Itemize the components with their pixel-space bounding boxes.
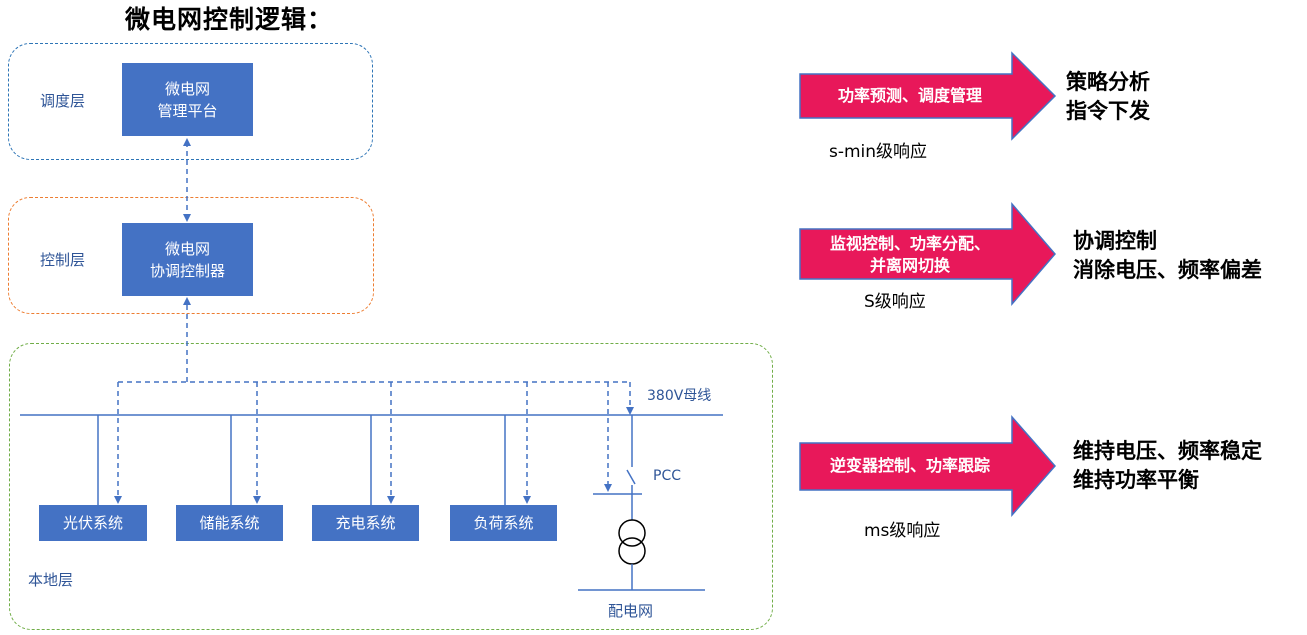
- response-2: S级响应: [864, 292, 926, 312]
- dispatch-layer-label: 调度层: [40, 92, 86, 110]
- pv-system-box[interactable]: 光伏系统: [39, 505, 147, 541]
- big-arrow-1: [799, 51, 1057, 141]
- transformer-coil-upper: [618, 519, 646, 547]
- result-2-line1: 协调控制: [1073, 229, 1157, 253]
- microgrid-management-platform-box[interactable]: 微电网 管理平台: [122, 63, 253, 136]
- charging-system-box[interactable]: 充电系统: [312, 505, 419, 541]
- load-system-box[interactable]: 负荷系统: [450, 505, 557, 541]
- result-2: 协调控制 消除电压、频率偏差: [1073, 227, 1262, 285]
- result-1: 策略分析 指令下发: [1066, 68, 1150, 126]
- local-layer: [9, 343, 773, 630]
- arrow-3-label: 逆变器控制、功率跟踪: [829, 456, 990, 475]
- arrow-1-label: 功率预测、调度管理: [837, 86, 982, 105]
- result-3: 维持电压、频率稳定 维持功率平衡: [1073, 437, 1262, 495]
- arrow-2-label-line2: 并离网切换: [869, 256, 950, 275]
- result-3-line2: 维持功率平衡: [1073, 468, 1199, 492]
- grid-label: 配电网: [608, 602, 654, 620]
- microgrid-coordination-controller-box[interactable]: 微电网 协调控制器: [122, 223, 253, 296]
- bus-label: 380V母线: [647, 388, 712, 404]
- control-layer: [8, 197, 374, 314]
- result-2-line2: 消除电压、频率偏差: [1073, 258, 1262, 282]
- page-title: 微电网控制逻辑：: [125, 5, 334, 34]
- result-1-line2: 指令下发: [1066, 99, 1150, 123]
- mgmt-box-line1: 微电网: [164, 79, 210, 98]
- transformer-coil-lower: [618, 537, 646, 565]
- big-arrow-3: [799, 415, 1056, 517]
- coord-box-line2: 协调控制器: [149, 261, 225, 280]
- big-arrow-2: [799, 201, 1056, 307]
- response-3: ms级响应: [864, 521, 941, 541]
- local-layer-label: 本地层: [28, 571, 74, 589]
- control-layer-label: 控制层: [40, 251, 86, 269]
- arrow-2-label-line1: 监视控制、功率分配、: [829, 234, 990, 253]
- coord-box-line1: 微电网: [164, 239, 210, 258]
- mgmt-box-line2: 管理平台: [157, 101, 218, 120]
- pcc-label: PCC: [653, 468, 681, 484]
- result-3-line1: 维持电压、频率稳定: [1073, 439, 1262, 463]
- result-1-line1: 策略分析: [1066, 70, 1150, 94]
- storage-system-box[interactable]: 储能系统: [176, 505, 283, 541]
- pcc-switch: [626, 469, 636, 485]
- arrow-2-label: 监视控制、功率分配、 并离网切换: [805, 233, 1015, 277]
- response-1: s-min级响应: [829, 142, 928, 162]
